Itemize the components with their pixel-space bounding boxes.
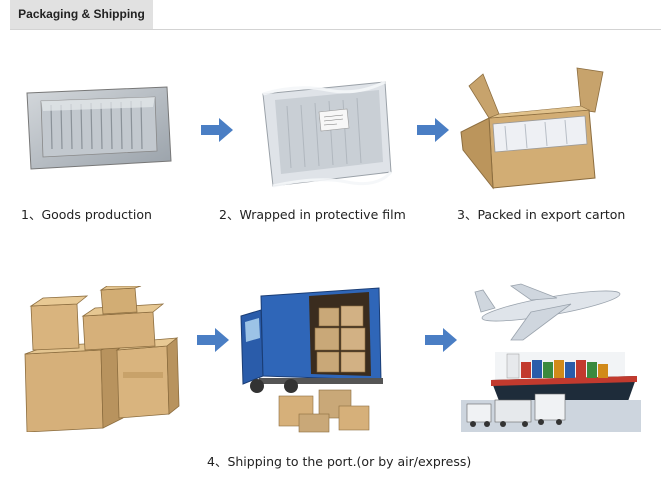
step-1-caption: 1、Goods production <box>21 204 152 223</box>
arrow-right-icon <box>197 328 229 352</box>
tab-packaging-shipping[interactable]: Packaging & Shipping <box>10 0 153 29</box>
step-2-caption: 2、Wrapped in protective film <box>219 204 406 223</box>
export-carton-image <box>459 66 609 196</box>
step-3-caption: 3、Packed in export carton <box>457 204 625 223</box>
film-wrapped-tray-image <box>257 76 395 192</box>
tab-divider <box>10 29 661 30</box>
container-truck-image <box>239 286 399 434</box>
plastic-tray-image <box>21 83 173 175</box>
air-sea-land-transport-image <box>461 282 641 432</box>
carton-stack-image <box>17 286 183 432</box>
tab-bar: Packaging & Shipping <box>0 0 661 31</box>
arrow-right-icon <box>417 118 449 142</box>
packaging-shipping-image: 1、Goods production 2、Wrapped in protecti… <box>9 38 661 486</box>
step-4-caption: 4、Shipping to the port.(or by air/expres… <box>207 451 471 470</box>
arrow-right-icon <box>201 118 233 142</box>
arrow-right-icon <box>425 328 457 352</box>
